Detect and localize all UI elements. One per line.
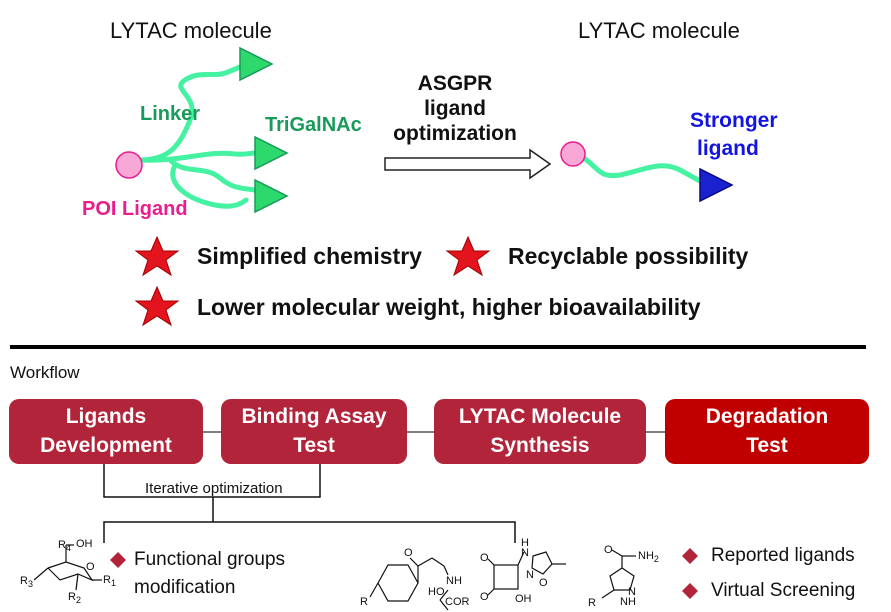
sugar-o: O xyxy=(86,561,95,573)
mol3-n: N xyxy=(521,547,529,559)
mol3-n2: N xyxy=(526,569,534,581)
advantage-simplified-chemistry: Simplified chemistry xyxy=(197,243,422,269)
linker-to-top-ligand xyxy=(137,61,249,163)
sugar-oh: OH xyxy=(76,538,93,550)
mol4-nh: NH xyxy=(620,596,636,608)
reported-ligands-label: Reported ligands xyxy=(711,545,855,566)
poi-ligand-label: POI Ligand xyxy=(82,198,188,220)
star-icons xyxy=(134,235,491,327)
mol2-nh: NH xyxy=(446,575,462,587)
mol2-cor: COR xyxy=(445,596,470,608)
mol3-o1: O xyxy=(480,552,489,564)
virtual-screening-label: Virtual Screening xyxy=(711,580,856,601)
red-star-icon xyxy=(445,235,491,277)
right-lytac-molecule xyxy=(560,141,734,203)
step-line2: Synthesis xyxy=(490,433,590,457)
left-lytac-title: LYTAC molecule xyxy=(110,18,272,43)
mol2-r: R xyxy=(360,596,368,608)
step-line1: LYTAC Molecule xyxy=(458,405,622,429)
stronger-ligand-label-2: ligand xyxy=(697,137,759,160)
step-line1: Degradation xyxy=(705,405,829,429)
step-line2: Test xyxy=(293,433,335,457)
trigalnac-triangle-bottom xyxy=(254,178,289,214)
pyrazole-structure xyxy=(601,549,636,599)
red-star-icon xyxy=(134,285,180,327)
linker-label: Linker xyxy=(140,103,201,125)
mol4-r: R xyxy=(588,597,596,609)
trigalnac-label: TriGalNAc xyxy=(265,114,362,136)
sugar-r4: R4 xyxy=(58,539,71,554)
trigalnac-triangle-top xyxy=(239,46,274,82)
stronger-ligand-triangle xyxy=(699,167,734,203)
linker-to-bottom-ligand xyxy=(167,157,258,193)
left-lytac-molecule xyxy=(115,46,289,214)
step-line2: Development xyxy=(40,433,172,457)
optimized-linker xyxy=(581,155,715,188)
sugar-r2: R2 xyxy=(68,591,81,606)
right-lytac-title: LYTAC molecule xyxy=(578,18,740,43)
mol3-oh: OH xyxy=(515,593,532,605)
mol3-o3: O xyxy=(539,577,548,589)
diamond-bullet-icon xyxy=(682,583,698,599)
mol3-o2: O xyxy=(480,591,489,603)
trigalnac-triangle-mid xyxy=(254,135,289,171)
poi-ligand-circle xyxy=(115,151,143,179)
advantage-recyclable: Recyclable possibility xyxy=(508,243,749,269)
mol2-ho: HO xyxy=(428,586,445,598)
step-line1: Ligands xyxy=(65,405,147,429)
aryl-ketone-structure xyxy=(369,557,449,611)
poi-ligand-circle-right xyxy=(560,141,586,167)
sugar-r3: R3 xyxy=(20,575,33,590)
mol4-o: O xyxy=(604,544,613,556)
arrow-label-line2: ligand xyxy=(424,96,486,120)
linker-lower-branch xyxy=(170,162,249,209)
squaramide-structure xyxy=(487,551,566,596)
advantage-lower-mw: Lower molecular weight, higher bioavaila… xyxy=(197,294,701,320)
arrow-label-line3: optimization xyxy=(393,121,517,145)
diamond-bullet-icon xyxy=(110,552,126,568)
mol2-o: O xyxy=(404,547,413,559)
mol4-nh2: NH2 xyxy=(638,550,659,565)
iterative-optimization-label: Iterative optimization xyxy=(145,480,283,497)
workflow-connectors xyxy=(103,431,665,543)
mol4-n: N xyxy=(628,586,636,598)
step-line1: Binding Assay xyxy=(241,405,387,429)
step-line2: Test xyxy=(746,433,788,457)
workflow-heading: Workflow xyxy=(10,363,80,382)
sugar-structure xyxy=(33,544,102,591)
mol3-h: H xyxy=(521,537,529,549)
arrow-label-line1: ASGPR xyxy=(417,72,493,95)
functional-groups-line1: Functional groups xyxy=(134,549,286,570)
arrow-label: ASGPR ligand optimization xyxy=(380,72,530,146)
stronger-ligand-label-1: Stronger xyxy=(690,109,778,132)
red-star-icon xyxy=(134,235,180,277)
diamond-bullet-icon xyxy=(682,548,698,564)
functional-groups-line2: modification xyxy=(134,577,236,598)
sugar-r1: R1 xyxy=(103,574,116,589)
optimization-arrow xyxy=(384,148,552,180)
